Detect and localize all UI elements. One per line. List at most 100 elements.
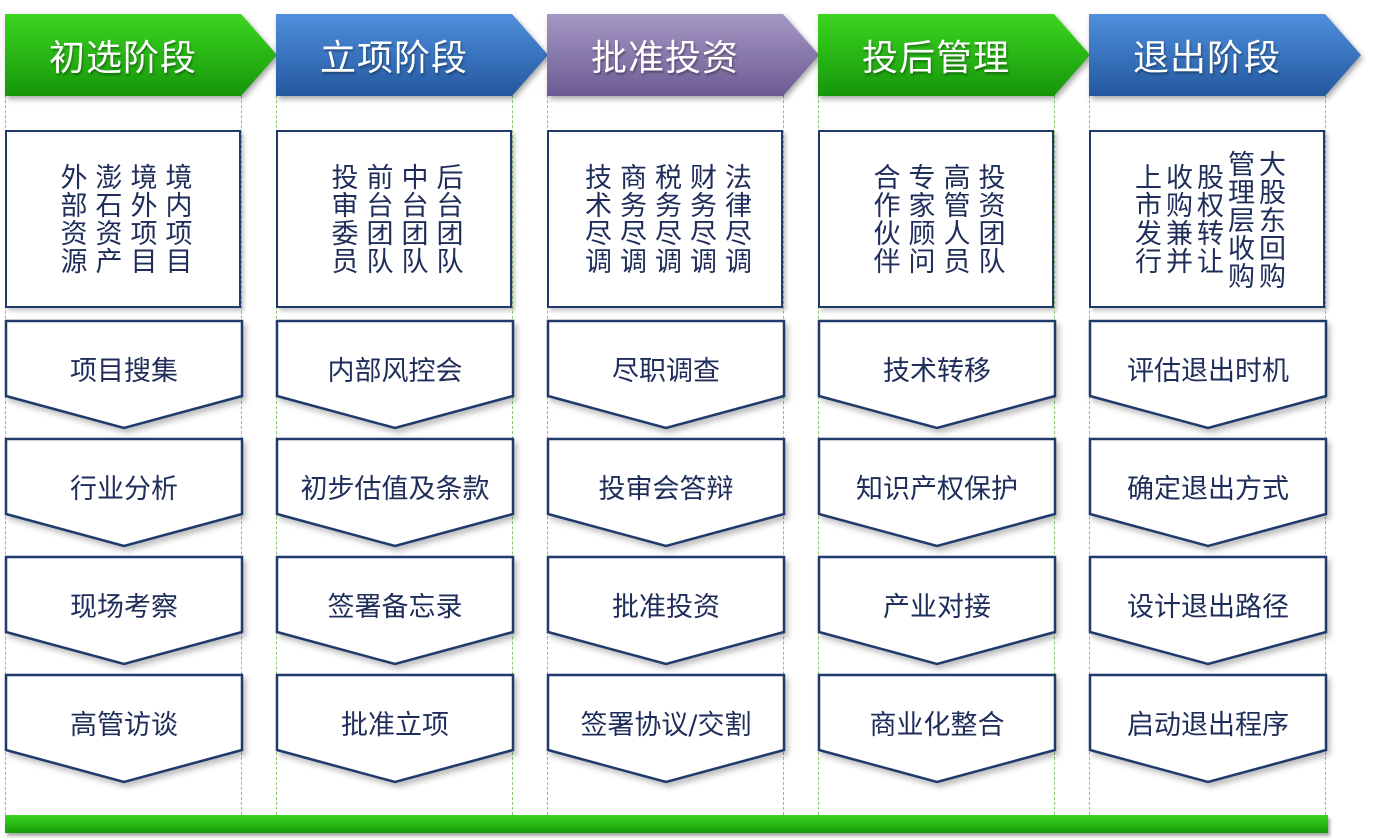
source-text: 管理层收购 [1223, 150, 1254, 290]
step-shape [817, 673, 1057, 784]
step-label: 项目搜集 [70, 355, 178, 387]
step-shape [275, 555, 515, 666]
step-label: 知识产权保护 [856, 473, 1018, 505]
step-pentagon: 现场考察 [4, 555, 245, 668]
step-pentagon: 确定退出方式 [1088, 437, 1329, 550]
stage-column: 退出阶段 上市发行 收购兼并 股权转让 管理层收购 大股东回购 评估退出时机 确… [1088, 0, 1361, 840]
step-shape [4, 673, 244, 784]
step-pentagon: 评估退出时机 [1088, 319, 1329, 432]
sources-box: 外部资源 澎石资产 境外项目 境内项目 [5, 130, 241, 308]
guide-line [1054, 20, 1055, 815]
source-text: 投资团队 [973, 163, 1005, 275]
step-shape [546, 555, 786, 666]
step-pentagon: 项目搜集 [4, 319, 245, 432]
step-label: 初步估值及条款 [300, 473, 490, 505]
step-label: 商业化整合 [869, 709, 1005, 741]
guide-line [5, 20, 6, 815]
step-shape [4, 555, 244, 666]
step-pentagon: 初步估值及条款 [275, 437, 516, 550]
step-shape [275, 437, 515, 548]
step-pentagon: 投审会答辩 [546, 437, 787, 550]
source-text: 投审委员 [326, 163, 358, 275]
guide-line [547, 20, 548, 815]
stage-column: 批准投资 技术尽调 商务尽调 税务尽调 财务尽调 法律尽调 尽职调查 投审会答辩… [546, 0, 819, 840]
source-text: 法律尽调 [720, 163, 751, 275]
step-label: 签署备忘录 [327, 591, 463, 623]
step-shape [817, 437, 1057, 548]
step-label: 确定退出方式 [1127, 473, 1289, 505]
source-text: 上市发行 [1130, 163, 1161, 275]
sources-box: 合作伙伴 专家顾问 高管人员 投资团队 [818, 130, 1054, 308]
source-text: 股权转让 [1192, 163, 1223, 275]
stage-title: 立项阶段 [319, 38, 468, 79]
stage-title: 投后管理 [861, 38, 1010, 79]
guide-line [512, 20, 513, 815]
guide-line [1089, 20, 1090, 815]
stage-header: 退出阶段 [1089, 14, 1361, 96]
step-pentagon: 尽职调查 [546, 319, 787, 432]
step-pentagon: 批准立项 [275, 673, 516, 786]
stage-header: 批准投资 [547, 14, 819, 96]
step-label: 批准立项 [341, 709, 449, 741]
source-text: 商务尽调 [615, 163, 646, 275]
source-text: 合作伙伴 [868, 163, 900, 275]
stage-title: 初选阶段 [48, 38, 197, 79]
step-pentagon: 启动退出程序 [1088, 673, 1329, 786]
stage-column: 初选阶段 外部资源 澎石资产 境外项目 境内项目 项目搜集 行业分析 现场考察 … [4, 0, 277, 840]
step-label: 产业对接 [883, 591, 991, 623]
source-text: 澎石资产 [90, 163, 122, 275]
step-shape [546, 319, 786, 430]
source-text: 前台团队 [361, 163, 393, 275]
stage-column: 立项阶段 投审委员 前台团队 中台团队 后台团队 内部风控会 初步估值及条款 签… [275, 0, 548, 840]
stage-title: 批准投资 [590, 38, 739, 79]
guide-line [818, 20, 819, 815]
step-label: 现场考察 [70, 591, 178, 623]
source-text: 外部资源 [55, 163, 87, 275]
step-label: 批准投资 [612, 591, 720, 623]
sources-box: 投审委员 前台团队 中台团队 后台团队 [276, 130, 512, 308]
step-pentagon: 签署备忘录 [275, 555, 516, 668]
bottom-bar [5, 815, 1328, 833]
source-text: 税务尽调 [650, 163, 681, 275]
source-text: 大股东回购 [1254, 150, 1285, 290]
step-pentagon: 内部风控会 [275, 319, 516, 432]
chevron-arrow-shape [547, 14, 819, 96]
step-label: 技术转移 [883, 355, 991, 387]
chevron-arrow-shape [1089, 14, 1361, 96]
source-text: 财务尽调 [685, 163, 716, 275]
step-label: 高管访谈 [70, 709, 178, 741]
sources-box: 上市发行 收购兼并 股权转让 管理层收购 大股东回购 [1089, 130, 1325, 308]
source-text: 境内项目 [160, 163, 192, 275]
step-shape [817, 319, 1057, 430]
step-label: 尽职调查 [612, 355, 720, 387]
chevron-arrow-shape [818, 14, 1090, 96]
step-label: 内部风控会 [327, 355, 463, 387]
chevron-arrow-shape [5, 14, 277, 96]
step-pentagon: 产业对接 [817, 555, 1058, 668]
step-pentagon: 行业分析 [4, 437, 245, 550]
step-pentagon: 签署协议/交割 [546, 673, 787, 786]
step-pentagon: 商业化整合 [817, 673, 1058, 786]
stage-header: 初选阶段 [5, 14, 277, 96]
stage-header: 立项阶段 [276, 14, 548, 96]
step-pentagon: 设计退出路径 [1088, 555, 1329, 668]
guide-line [241, 20, 242, 815]
source-text: 专家顾问 [903, 163, 935, 275]
stage-header: 投后管理 [818, 14, 1090, 96]
source-text: 中台团队 [396, 163, 428, 275]
step-pentagon: 高管访谈 [4, 673, 245, 786]
step-shape [4, 319, 244, 430]
step-label: 设计退出路径 [1127, 591, 1289, 623]
step-shape [546, 437, 786, 548]
step-shape [817, 555, 1057, 666]
step-shape [1088, 437, 1328, 548]
stage-title: 退出阶段 [1132, 38, 1281, 79]
source-text: 收购兼并 [1161, 163, 1192, 275]
guide-line [276, 20, 277, 815]
step-label: 启动退出程序 [1127, 709, 1289, 741]
guide-line [783, 20, 784, 815]
step-label: 评估退出时机 [1127, 355, 1289, 387]
step-shape [1088, 555, 1328, 666]
step-shape [275, 319, 515, 430]
step-label: 投审会答辩 [598, 473, 734, 505]
